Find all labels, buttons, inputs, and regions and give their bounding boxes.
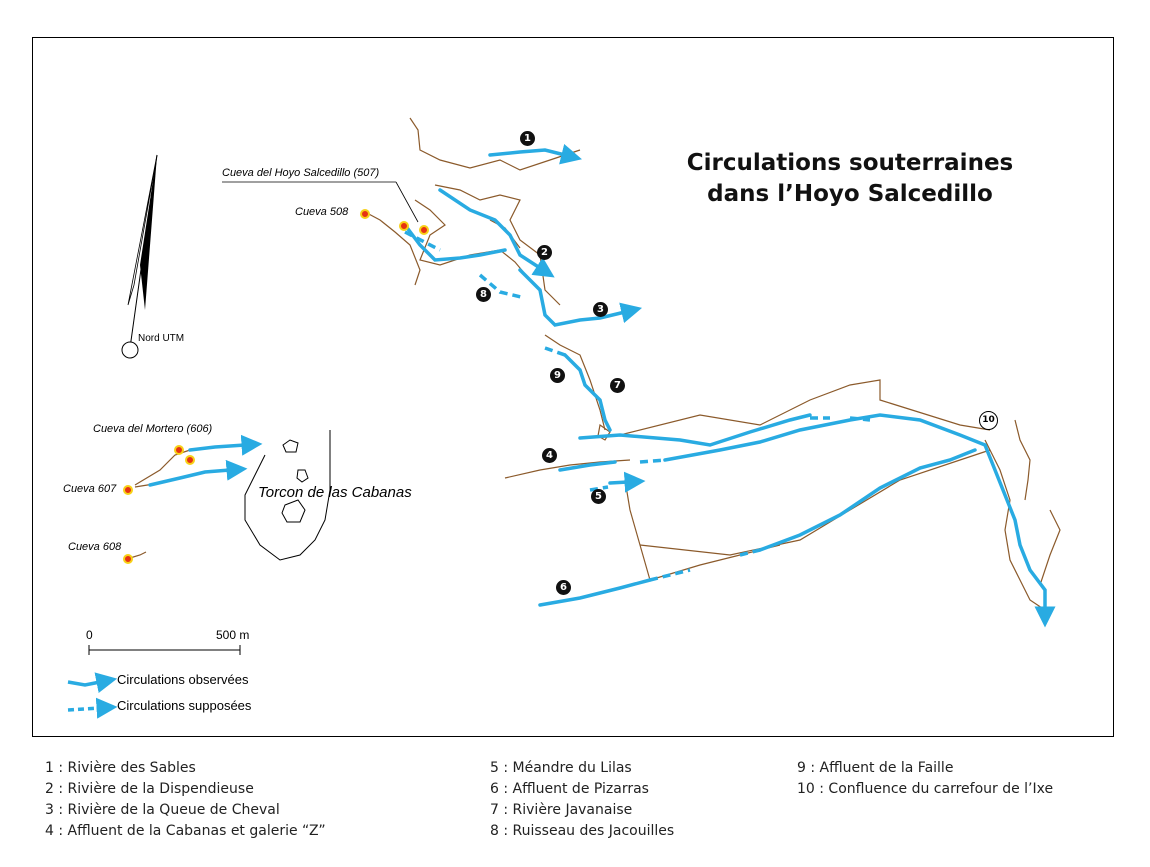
marker-2: 2 xyxy=(537,245,552,260)
title-line-1: Circulations souterraines xyxy=(686,150,1014,176)
marker-5: 5 xyxy=(591,489,606,504)
caption-item: 2 : Rivière de la Dispendieuse xyxy=(45,781,254,797)
caption-item: 6 : Affluent de Pizarras xyxy=(490,781,649,797)
marker-9: 9 xyxy=(550,368,565,383)
marker-1: 1 xyxy=(520,131,535,146)
hoyo-leader-diag xyxy=(395,181,419,223)
scale-start: 0 xyxy=(86,628,93,642)
caption-item: 7 : Rivière Javanaise xyxy=(490,802,633,818)
caption-item: 3 : Rivière de la Queue de Cheval xyxy=(45,802,280,818)
legend-supposed: Circulations supposées xyxy=(117,698,252,713)
caption-col-3: 9 : Affluent de la Faille 10 : Confluenc… xyxy=(797,758,1053,800)
caption-item: 9 : Affluent de la Faille xyxy=(797,760,954,776)
north-label: Nord UTM xyxy=(138,333,185,344)
label-cueva-608: Cueva 608 xyxy=(68,541,122,553)
caption-item: 8 : Ruisseau des Jacouilles xyxy=(490,823,675,839)
caption-col-1: 1 : Rivière des Sables 2 : Rivière de la… xyxy=(45,758,326,842)
caption-item: 10 : Confluence du carrefour de l’Ixe xyxy=(797,781,1054,797)
label-cueva-607: Cueva 607 xyxy=(63,483,117,495)
caption-col-2: 5 : Méandre du Lilas 6 : Affluent de Piz… xyxy=(490,758,674,842)
label-cueva-508: Cueva 508 xyxy=(295,206,349,218)
title-line-2: dans l’Hoyo Salcedillo xyxy=(707,181,993,207)
label-torcon: Torcon de las Cabanas xyxy=(258,484,412,501)
scale-bar xyxy=(88,645,241,655)
observed-circulations xyxy=(148,143,1056,628)
marker-8: 8 xyxy=(476,287,491,302)
marker-4: 4 xyxy=(542,448,557,463)
scale-end: 500 m xyxy=(216,628,250,642)
marker-10: 10 xyxy=(979,411,998,430)
marker-7: 7 xyxy=(610,378,625,393)
legend-observed: Circulations observées xyxy=(117,672,249,687)
cave-entrances xyxy=(123,209,429,564)
legend-samples xyxy=(67,672,118,719)
caption-item: 1 : Rivière des Sables xyxy=(45,760,196,776)
north-arrow xyxy=(121,154,158,359)
marker-6: 6 xyxy=(556,580,571,595)
map-title: Circulations souterraines dans l’Hoyo Sa… xyxy=(660,148,1040,210)
label-hoyo-salcedillo: Cueva del Hoyo Salcedillo (507) xyxy=(222,167,380,179)
torcon-depression xyxy=(244,430,331,561)
caption-item: 4 : Affluent de la Cabanas et galerie “Z… xyxy=(45,823,326,839)
caption-item: 5 : Méandre du Lilas xyxy=(490,760,632,776)
map-frame xyxy=(32,37,1114,737)
label-cueva-mortero: Cueva del Mortero (606) xyxy=(93,423,213,435)
marker-3: 3 xyxy=(593,302,608,317)
supposed-circulations xyxy=(404,230,871,582)
